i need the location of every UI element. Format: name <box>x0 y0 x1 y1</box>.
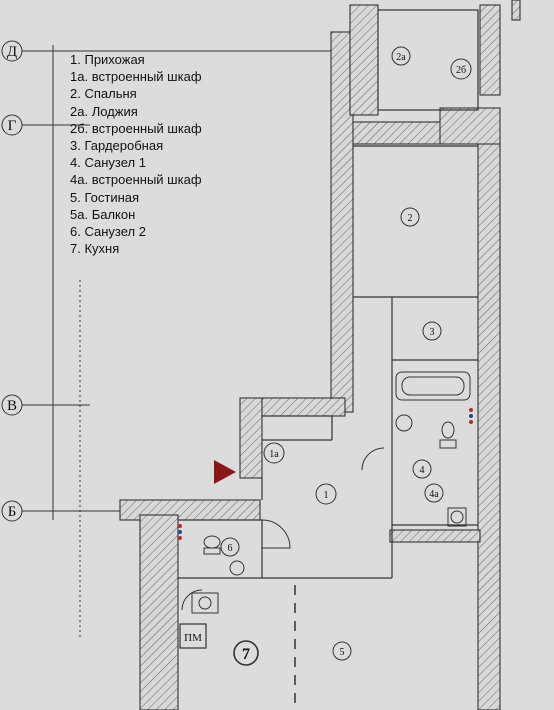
legend-item-number: 6. <box>70 224 81 240</box>
legend-item: 7. Кухня <box>70 240 202 257</box>
axis-label-v: В <box>7 398 17 414</box>
legend-item: 6. Санузел 2 <box>70 223 202 240</box>
legend-item-number: 2а. <box>70 103 89 119</box>
legend-item-number: 1а. <box>70 69 89 85</box>
entrance-arrow-icon <box>214 460 236 484</box>
legend-item-label: Санузел 2 <box>84 224 146 240</box>
pm-label: ПМ <box>184 632 202 644</box>
axis-label-d: Д <box>7 44 17 60</box>
legend-item: 5. Гостиная <box>70 189 202 206</box>
legend-item: 3. Гардеробная <box>70 137 202 154</box>
legend-item-number: 5. <box>70 189 81 205</box>
fixtures <box>191 371 471 614</box>
legend-item-number: 2. <box>70 86 81 102</box>
axis-label-b: Б <box>8 504 17 520</box>
room-label-1a: 1а <box>269 449 279 460</box>
legend-item-label: Кухня <box>84 241 120 257</box>
legend-item: 4а. встроенный шкаф <box>70 171 202 188</box>
legend-item-label: Балкон <box>91 206 136 222</box>
door-swings <box>181 447 385 611</box>
legend-item-label: Прихожая <box>84 52 145 67</box>
axis-marker-g <box>1 114 23 136</box>
legend-item-number: 1. <box>70 52 81 67</box>
room-markers <box>220 46 472 666</box>
room-label-1: 1 <box>324 490 329 501</box>
axis-marker-d <box>1 40 23 62</box>
legend-item-label: встроенный шкаф <box>91 172 202 188</box>
axis-marker-b <box>1 500 23 522</box>
legend-item: 1. Прихожая <box>70 51 202 68</box>
legend-item-number: 7. <box>70 241 81 257</box>
legend-item-label: встроенный шкаф <box>91 120 202 136</box>
legend-item: 4. Санузел 1 <box>70 154 202 171</box>
room-label-2b: 2б <box>456 65 466 76</box>
legend-item: 2. Спальня <box>70 85 202 102</box>
legend-item-label: Гостиная <box>84 189 140 205</box>
room-label-2: 2 <box>408 213 413 224</box>
room-label-4: 4 <box>420 465 425 476</box>
axis-label-g: Г <box>8 118 17 134</box>
grid-axes <box>22 45 340 640</box>
room-label-7: 7 <box>242 646 250 663</box>
legend-item-number: 5а. <box>70 206 89 222</box>
legend-item: 5а. Балкон <box>70 206 202 223</box>
pipes <box>178 408 473 540</box>
legend-item-number: 4. <box>70 155 81 171</box>
room-label-6: 6 <box>228 543 233 554</box>
legend-item-label: Санузел 1 <box>84 155 146 171</box>
room-label-4a: 4а <box>429 489 439 500</box>
legend-item: 1а. встроенный шкаф <box>70 68 202 85</box>
legend-item: 2б. встроенный шкаф <box>70 120 202 137</box>
legend-item-number: 2б. <box>70 120 89 136</box>
walls <box>119 0 521 710</box>
legend-item-label: Лоджия <box>91 103 138 119</box>
partitions <box>178 9 479 649</box>
room-label-2a: 2а <box>396 52 406 63</box>
room-label-5: 5 <box>340 647 345 658</box>
legend-item-label: Спальня <box>84 86 137 102</box>
legend-item: 2а. Лоджия <box>70 103 202 120</box>
legend-item-label: Гардеробная <box>84 138 164 154</box>
legend-item-number: 4а. <box>70 172 89 188</box>
legend-item-label: встроенный шкаф <box>91 69 202 85</box>
axis-marker-v <box>1 394 23 416</box>
room-label-3: 3 <box>430 327 435 338</box>
legend-item-number: 3. <box>70 138 81 154</box>
